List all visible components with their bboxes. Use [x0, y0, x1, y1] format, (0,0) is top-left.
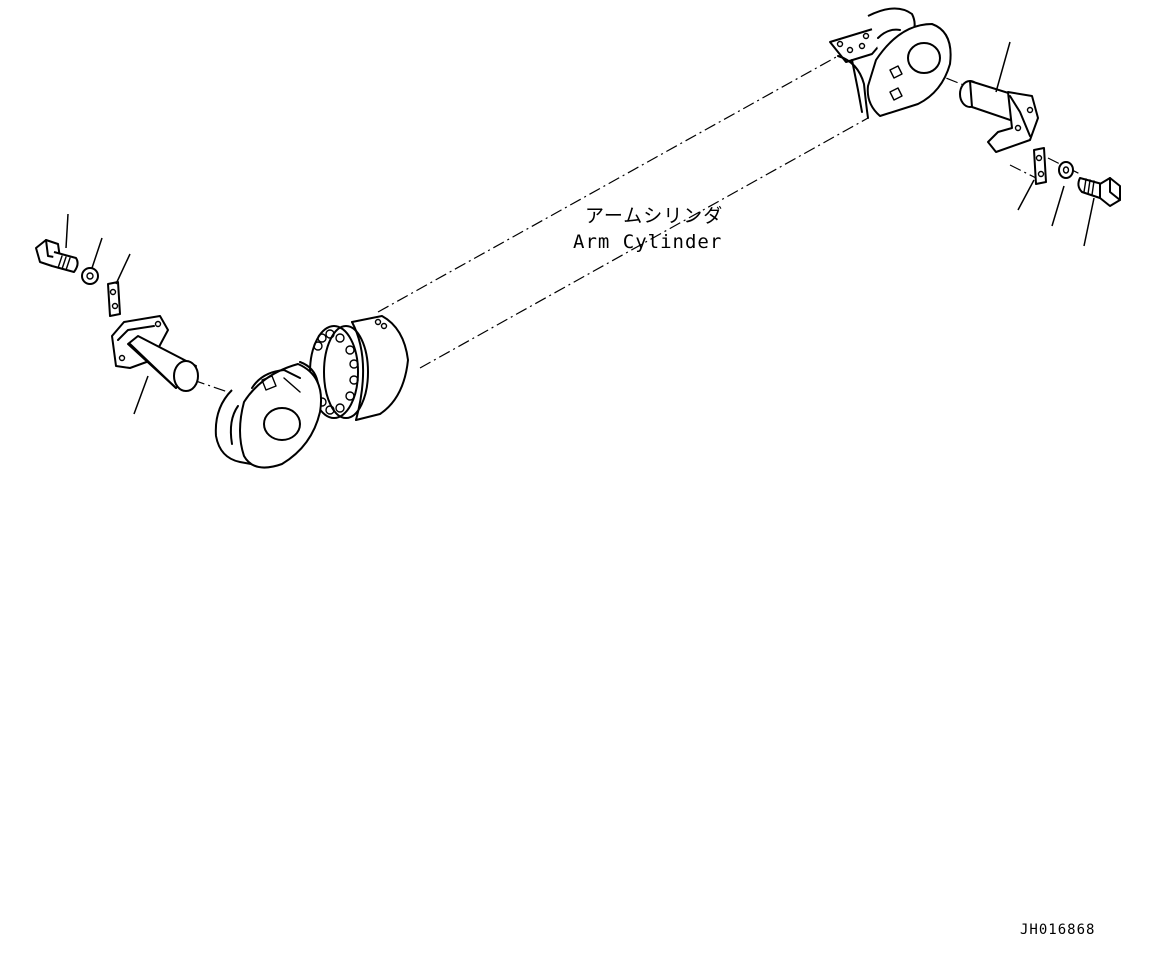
cylinder-bottom-end — [829, 7, 952, 119]
arm-cylinder-label-en: Arm Cylinder — [573, 231, 722, 253]
pin-icon — [959, 41, 1039, 153]
bolt-icon — [1077, 177, 1121, 247]
bolt-icon — [35, 213, 79, 273]
washer-icon — [81, 237, 103, 285]
cylinder-head-end — [214, 315, 409, 469]
lock-plate-icon — [107, 253, 131, 317]
pin-icon — [111, 315, 199, 415]
lock-plate-icon — [1017, 147, 1047, 211]
drawing-code: JH016868 — [1020, 922, 1095, 938]
arm-cylinder-label-jp: アームシリンダ — [585, 205, 723, 227]
washer-icon — [1051, 161, 1074, 227]
head-bolt-ring — [313, 329, 359, 415]
